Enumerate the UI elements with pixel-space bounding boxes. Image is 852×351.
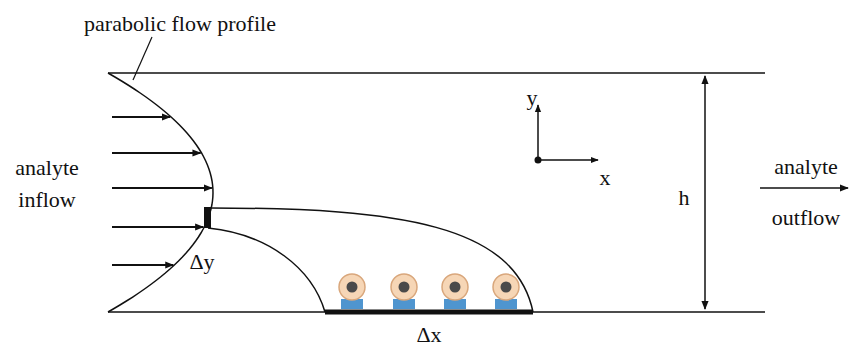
cell (339, 274, 365, 309)
cell-body (339, 274, 365, 300)
text-label: h (679, 186, 690, 210)
velocity-arrow (112, 264, 173, 266)
channel-wall (108, 311, 765, 313)
text-label: Δx (416, 323, 441, 347)
text-label: y (527, 86, 538, 110)
text-label: Δy (189, 250, 214, 274)
outflow-arrow (760, 187, 848, 189)
inlet-segment (204, 207, 211, 228)
sensor-region (325, 310, 533, 315)
cell-row (339, 274, 519, 309)
flow-profile (108, 73, 213, 312)
cell-nucleus (347, 282, 358, 293)
text-label: parabolic flow profile (84, 12, 276, 36)
text-label: analyte outflow (764, 142, 848, 243)
channel-wall (108, 72, 765, 74)
axis-arrow (537, 105, 539, 160)
capture-boundary (211, 208, 533, 312)
velocity-arrow (112, 226, 203, 228)
cell (442, 274, 468, 309)
leader-line (133, 37, 152, 80)
text-label: x (600, 166, 611, 190)
velocity-arrow (112, 187, 212, 189)
velocity-arrow (112, 116, 170, 118)
flow-profile-curve (108, 73, 213, 312)
cell (391, 274, 417, 309)
cell (493, 274, 519, 309)
cell-body (442, 274, 468, 300)
axis-arrow (538, 159, 598, 161)
cell-nucleus (399, 282, 410, 293)
dimension-line (704, 76, 706, 309)
cell-nucleus (501, 282, 512, 293)
cell-nucleus (450, 282, 461, 293)
velocity-arrow (112, 152, 201, 154)
cell-body (391, 274, 417, 300)
capture-boundary (208, 228, 325, 312)
cell-body (493, 274, 519, 300)
text-label: analyte inflow (2, 152, 92, 216)
